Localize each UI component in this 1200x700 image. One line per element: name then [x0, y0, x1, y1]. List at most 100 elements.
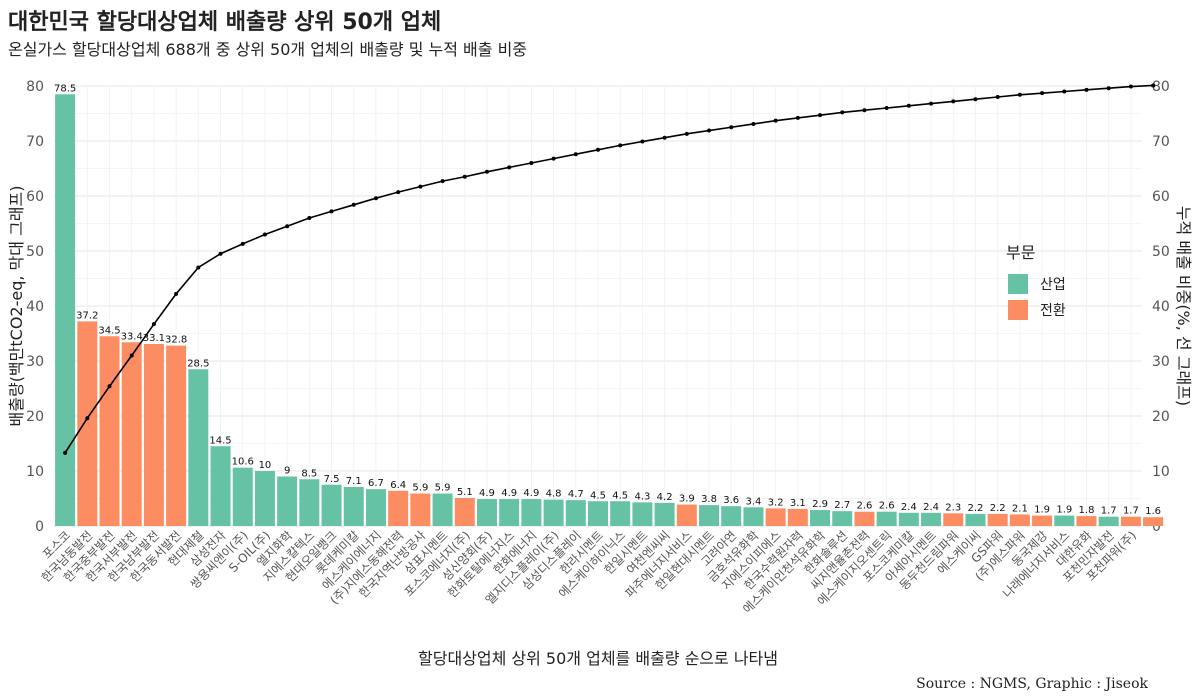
legend-swatch: [1008, 274, 1028, 294]
bar: [721, 506, 742, 526]
cumulative-point: [551, 156, 556, 161]
data-label: 1.7: [1101, 506, 1117, 517]
cumulative-point: [507, 165, 512, 170]
cumulative-point: [218, 251, 223, 256]
bar: [166, 345, 187, 526]
data-label: 3.9: [679, 494, 695, 505]
data-label: 3.6: [723, 495, 739, 506]
data-label: 8.5: [301, 468, 317, 479]
cumulative-point: [85, 416, 90, 421]
data-label: 4.2: [657, 492, 673, 503]
bar: [410, 493, 431, 526]
y-tick-label: 30: [26, 354, 44, 370]
data-label: 37.2: [76, 310, 98, 321]
data-label: 2.6: [856, 501, 872, 512]
bar: [432, 493, 453, 526]
bar: [210, 446, 231, 526]
bar: [987, 513, 1008, 526]
chart-caption: Source : NGMS, Graphic : Jiseok: [916, 676, 1148, 692]
bar: [499, 499, 520, 526]
cumulative-point: [529, 161, 534, 165]
cumulative-point: [640, 139, 645, 144]
bar: [77, 321, 98, 526]
cumulative-point: [951, 99, 956, 104]
cumulative-point: [818, 113, 823, 118]
y-tick-label: 50: [26, 244, 44, 260]
cumulative-point: [285, 224, 290, 229]
data-label: 4.8: [546, 489, 562, 500]
y2-tick-label: 70: [1152, 134, 1170, 150]
bar: [543, 499, 564, 526]
data-label: 2.3: [945, 502, 961, 513]
bar: [654, 502, 675, 526]
data-label: 4.5: [612, 490, 628, 501]
bar: [521, 499, 542, 526]
chart-subtitle: 온실가스 할당대상업체 688개 중 상위 50개 업체의 배출량 및 누적 배…: [8, 40, 528, 59]
data-label: 33.4: [121, 331, 143, 342]
legend-label: 전환: [1040, 303, 1066, 319]
data-label: 6.7: [368, 478, 384, 489]
legend-label: 산업: [1040, 277, 1066, 293]
data-label: 2.1: [1012, 503, 1028, 514]
bar: [365, 489, 386, 526]
bar: [99, 336, 120, 526]
cumulative-point: [396, 190, 401, 195]
data-label: 78.5: [54, 83, 76, 94]
data-label: 6.4: [390, 480, 406, 491]
bar: [1143, 517, 1164, 526]
y-tick-label: 20: [26, 409, 44, 425]
y-tick-label: 40: [26, 299, 44, 315]
x-axis-label: 할당대상업체 상위 50개 업체를 배출량 순으로 나타냄: [418, 649, 778, 668]
data-label: 2.6: [879, 501, 895, 512]
y2-tick-label: 60: [1152, 189, 1170, 205]
y-axis-label: 배출량(백만tCO2-eq, 막대 그래프): [7, 186, 26, 427]
cumulative-point: [573, 152, 578, 157]
data-label: 7.5: [324, 474, 340, 485]
data-label: 5.9: [412, 483, 428, 494]
cumulative-point: [373, 196, 378, 201]
cumulative-point: [1106, 86, 1111, 91]
bar: [965, 513, 986, 526]
y2-tick-label: 80: [1152, 79, 1170, 95]
cumulative-point: [707, 128, 712, 133]
cumulative-point: [351, 202, 356, 207]
bar: [676, 504, 697, 526]
y2-tick-label: 50: [1152, 244, 1170, 260]
bar: [1054, 515, 1075, 526]
bar: [143, 343, 164, 526]
cumulative-point: [795, 115, 800, 120]
bar: [254, 471, 275, 526]
data-label: 7.1: [346, 476, 362, 487]
data-label: 10: [259, 460, 272, 471]
y2-axis-label: 누적 배출 비중(%, 선 그래프): [1174, 206, 1193, 406]
legend-title: 부문: [1006, 243, 1035, 262]
bar: [277, 476, 298, 526]
bar: [1032, 515, 1053, 526]
data-label: 1.7: [1123, 506, 1139, 517]
bar: [921, 512, 942, 526]
cumulative-point: [662, 135, 667, 140]
cumulative-point: [729, 125, 734, 130]
y-tick-label: 10: [26, 464, 44, 480]
data-label: 5.1: [457, 487, 473, 498]
bar: [1120, 516, 1141, 526]
bar: [588, 501, 608, 526]
cumulative-point: [973, 97, 978, 102]
cumulative-point: [484, 169, 489, 174]
data-label: 32.8: [165, 335, 187, 346]
y-tick-label: 70: [26, 134, 44, 150]
bar: [610, 501, 631, 526]
cumulative-point: [618, 143, 623, 148]
cumulative-line: [64, 84, 1154, 454]
cumulative-point: [684, 131, 689, 136]
data-label: 3.4: [745, 496, 761, 507]
data-label: 2.4: [923, 502, 939, 513]
bar: [787, 508, 808, 526]
data-label: 1.9: [1034, 505, 1050, 516]
cumulative-point: [63, 450, 68, 455]
y-tick-label: 60: [26, 189, 44, 205]
data-label: 34.5: [98, 325, 120, 336]
data-label: 3.1: [790, 498, 806, 509]
